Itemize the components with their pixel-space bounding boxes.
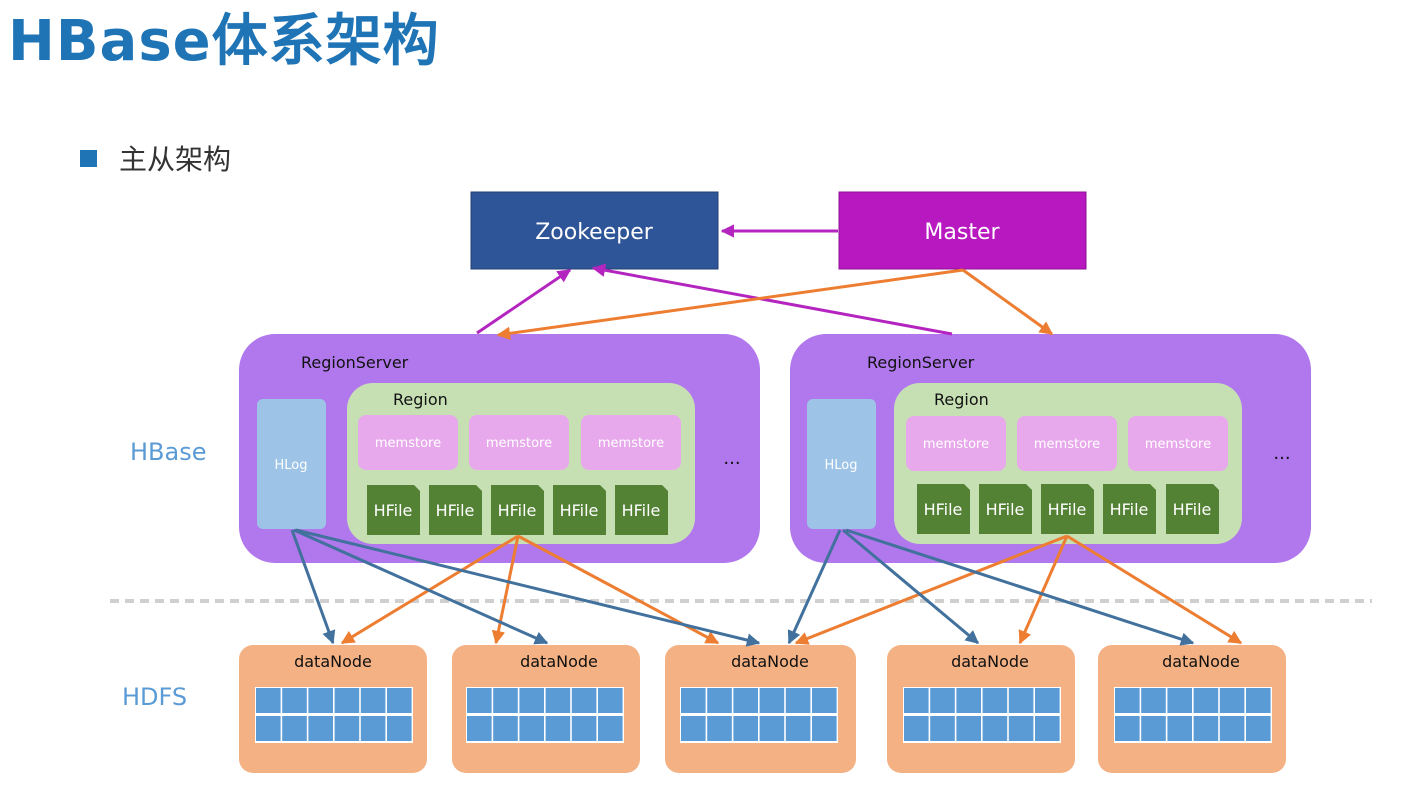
hfile-label: HFile <box>986 500 1025 519</box>
arrow-rs2-to-zookeeper <box>591 263 953 336</box>
datanode-1: dataNode <box>239 645 427 773</box>
hfile-box: HFile <box>979 484 1032 534</box>
hfile-label: HFile <box>1110 500 1149 519</box>
region-server-label: RegionServer <box>301 353 409 372</box>
block-grid <box>903 687 1061 743</box>
master-label: Master <box>924 220 1000 245</box>
arrow-master-to-rs2 <box>962 268 1054 336</box>
hlog-box: HLog <box>257 399 326 529</box>
datanode-4: dataNode <box>887 645 1075 773</box>
layer-label-hdfs: HDFS <box>122 683 187 711</box>
arrow-hfile2-to-datanode <box>1066 534 1243 645</box>
arrow-hlog2-to-datanode <box>842 528 980 645</box>
datanode-3: dataNode <box>665 645 856 773</box>
memstore-box: memstore <box>1017 416 1117 471</box>
memstore-label: memstore <box>375 436 441 451</box>
page-title: HBase体系架构 <box>8 9 440 74</box>
memstore-label: memstore <box>1034 437 1100 452</box>
hfile-label: HFile <box>560 501 599 520</box>
hfile-label: HFile <box>1173 500 1212 519</box>
memstore-label: memstore <box>486 436 552 451</box>
hfile-label: HFile <box>622 501 661 520</box>
arrow-hlog1-to-datanode <box>293 528 549 645</box>
arrow-master-to-rs1 <box>496 268 964 341</box>
hfile-label: HFile <box>498 501 537 520</box>
arrow-hlog2-to-datanode <box>845 528 1195 646</box>
region-server-2: RegionServer HLog Region memstore memsto… <box>790 334 1311 563</box>
hfile-box: HFile <box>367 485 420 535</box>
hfile-box: HFile <box>1103 484 1156 534</box>
ellipsis: ... <box>723 448 740 469</box>
layer-label-hbase: HBase <box>130 438 207 466</box>
bullet-square-icon <box>80 149 97 167</box>
memstore-label: memstore <box>1145 437 1211 452</box>
memstore-box: memstore <box>1128 416 1228 471</box>
arrow-hlog2-to-datanode <box>787 529 842 645</box>
region-label: Region <box>393 390 448 409</box>
hfile-label: HFile <box>436 501 475 520</box>
master-box: Master <box>838 191 1087 270</box>
memstore-box: memstore <box>906 416 1006 471</box>
region-server-label: RegionServer <box>867 353 975 372</box>
memstore-box: memstore <box>469 415 569 470</box>
datanode-label: dataNode <box>520 652 598 671</box>
arrow-hlog1-to-datanode <box>290 529 336 645</box>
memstore-label: memstore <box>598 436 664 451</box>
datanode-2: dataNode <box>452 645 640 773</box>
hfile-box: HFile <box>615 485 668 535</box>
arrow-hlog1-to-datanode <box>295 528 761 647</box>
hfile-box: HFile <box>491 485 544 535</box>
hfile-box: HFile <box>553 485 606 535</box>
hfile-label: HFile <box>374 501 413 520</box>
ellipsis: ... <box>1273 443 1290 464</box>
datanode-label: dataNode <box>731 652 809 671</box>
block-grid <box>255 687 413 743</box>
block-grid <box>466 687 624 743</box>
hfile-label: HFile <box>924 500 963 519</box>
bullet-text: 主从架构 <box>119 143 232 176</box>
region-server-1: RegionServer HLog Region memstore memsto… <box>239 334 760 563</box>
memstore-label: memstore <box>923 437 989 452</box>
hfile-box: HFile <box>429 485 482 535</box>
block-grid <box>680 687 838 743</box>
zookeeper-box: Zookeeper <box>470 191 719 270</box>
datanode-5: dataNode <box>1098 645 1286 773</box>
hlog-box: HLog <box>807 399 876 529</box>
hfile-label: HFile <box>1048 500 1087 519</box>
arrow-hfile2-to-datanode <box>1018 535 1069 645</box>
datanode-label: dataNode <box>1162 652 1240 671</box>
hfile-box: HFile <box>1041 484 1094 534</box>
blue-arrows <box>290 528 1195 647</box>
hfile-box: HFile <box>917 484 970 534</box>
hfile-box: HFile <box>1166 484 1219 534</box>
datanode-label: dataNode <box>951 652 1029 671</box>
memstore-box: memstore <box>358 415 458 470</box>
arrow-hfile2-to-datanode <box>794 534 1068 645</box>
hlog-label: HLog <box>825 458 858 473</box>
region-label: Region <box>934 390 989 409</box>
zookeeper-label: Zookeeper <box>535 220 654 245</box>
hlog-label: HLog <box>275 458 308 473</box>
bullet-item: 主从架构 <box>80 138 231 178</box>
arrow-rs1-to-zookeeper <box>476 268 572 335</box>
block-grid <box>1114 687 1272 743</box>
datanode-label: dataNode <box>294 652 372 671</box>
arrow-hfile1-to-datanode <box>491 535 520 645</box>
purple-arrows <box>476 224 953 336</box>
memstore-box: memstore <box>581 415 681 470</box>
